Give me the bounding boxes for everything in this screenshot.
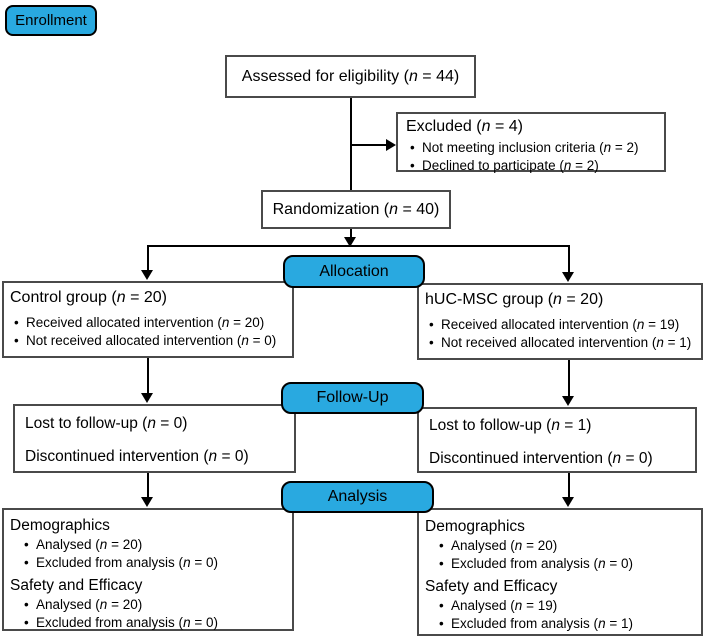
- excluded-bullet: Not meeting inclusion criteria (n = 2): [406, 139, 656, 157]
- analysis-section-title: Demographics: [425, 518, 525, 535]
- control-group-title: Control group (n = 20): [10, 289, 167, 306]
- analysis-section-title: Safety and Efficacy: [425, 577, 558, 595]
- excluded-title: Excluded (n = 4): [406, 118, 523, 135]
- followup-line: Lost to follow-up (n = 0): [25, 415, 188, 432]
- analysis-bullet: Analysed (n = 19): [425, 597, 695, 615]
- analysis-bullet: Excluded from analysis (n = 1): [425, 615, 695, 633]
- line-followup-to-analysis-left: [147, 472, 149, 499]
- arrowhead-followup-left: [141, 393, 153, 403]
- excluded-bullet: Declined to participate (n = 2): [406, 157, 656, 175]
- line-to-excluded: [351, 144, 387, 146]
- analysis-badge: Analysis: [281, 481, 434, 513]
- allocation-badge-label: Allocation: [319, 262, 389, 280]
- allocation-badge: Allocation: [283, 255, 425, 288]
- control-group-box: Control group (n = 20) Received allocate…: [2, 281, 294, 358]
- control-group-bullets: Received allocated intervention (n = 20)…: [10, 314, 286, 351]
- analysis-left-box: Demographics Analysed (n = 20) Excluded …: [2, 508, 294, 632]
- analysis-bullet: Excluded from analysis (n = 0): [10, 554, 286, 572]
- randomization-text: Randomization (n = 40): [272, 200, 440, 218]
- arrowhead-analysis-right: [562, 497, 574, 507]
- huc-msc-group-bullets: Received allocated intervention (n = 19)…: [425, 316, 695, 353]
- arrowhead-huc: [562, 272, 574, 282]
- excluded-box: Excluded (n = 4) Not meeting inclusion c…: [396, 112, 666, 176]
- followup-line: Discontinued intervention (n = 0): [25, 447, 249, 465]
- analysis-bullet: Analysed (n = 20): [10, 596, 286, 614]
- line-followup-to-analysis-right: [568, 473, 570, 499]
- arrowhead-control: [141, 270, 153, 280]
- eligibility-text: Assessed for eligibility (n = 44): [241, 67, 460, 85]
- followup-badge-label: Follow-Up: [316, 389, 389, 406]
- eligibility-box: Assessed for eligibility (n = 44): [225, 55, 476, 98]
- line-randomization-to-branch: [350, 228, 352, 239]
- control-bullet: Not received allocated intervention (n =…: [10, 332, 286, 350]
- huc-msc-group-box: hUC-MSC group (n = 20) Received allocate…: [417, 283, 703, 360]
- analysis-bullet: Excluded from analysis (n = 0): [10, 614, 286, 632]
- control-bullet: Received allocated intervention (n = 20): [10, 314, 286, 332]
- analysis-bullet: Excluded from analysis (n = 0): [425, 555, 695, 573]
- arrowhead-excluded: [386, 139, 396, 151]
- line-allocation-branch: [147, 245, 570, 247]
- huc-msc-group-title: hUC-MSC group (n = 20): [425, 291, 604, 308]
- line-control-to-followup: [147, 358, 149, 395]
- line-branch-to-huc: [568, 245, 570, 274]
- line-branch-to-control: [147, 245, 149, 272]
- analysis-right-box: Demographics Analysed (n = 20) Excluded …: [417, 508, 703, 636]
- analysis-section-title: Safety and Efficacy: [10, 576, 143, 594]
- huc-bullet: Received allocated intervention (n = 19): [425, 316, 695, 334]
- line-huc-to-followup: [568, 359, 570, 397]
- randomization-box: Randomization (n = 40): [261, 190, 451, 229]
- excluded-bullets: Not meeting inclusion criteria (n = 2) D…: [406, 139, 656, 176]
- analysis-bullet: Analysed (n = 20): [425, 537, 695, 555]
- followup-badge: Follow-Up: [281, 382, 424, 414]
- enrollment-badge-label: Enrollment: [15, 12, 87, 29]
- analysis-bullet: Analysed (n = 20): [10, 536, 286, 554]
- arrowhead-followup-right: [562, 396, 574, 406]
- arrowhead-analysis-left: [141, 497, 153, 507]
- huc-bullet: Not received allocated intervention (n =…: [425, 334, 695, 352]
- analysis-section-title: Demographics: [10, 517, 110, 534]
- followup-line: Lost to follow-up (n = 1): [429, 417, 592, 434]
- followup-left-box: Lost to follow-up (n = 0) Discontinued i…: [13, 404, 296, 473]
- followup-line: Discontinued intervention (n = 0): [429, 449, 653, 467]
- followup-right-box: Lost to follow-up (n = 1) Discontinued i…: [417, 407, 697, 473]
- enrollment-badge: Enrollment: [5, 5, 97, 36]
- analysis-badge-label: Analysis: [327, 488, 388, 505]
- line-eligibility-to-randomization: [350, 97, 352, 190]
- arrowhead-branch: [344, 237, 356, 247]
